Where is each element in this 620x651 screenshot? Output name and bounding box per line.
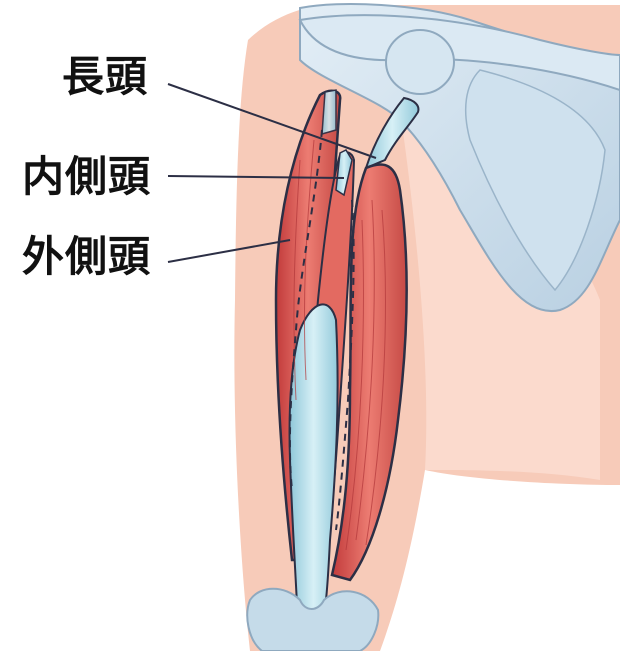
- humeral-head-bone: [386, 30, 454, 94]
- lateral-head-label: 外側頭: [22, 236, 151, 278]
- lateral-head-tendon-top: [322, 90, 336, 134]
- long-head-label: 長頭: [62, 56, 148, 98]
- medial-head-label: 内側頭: [22, 156, 151, 198]
